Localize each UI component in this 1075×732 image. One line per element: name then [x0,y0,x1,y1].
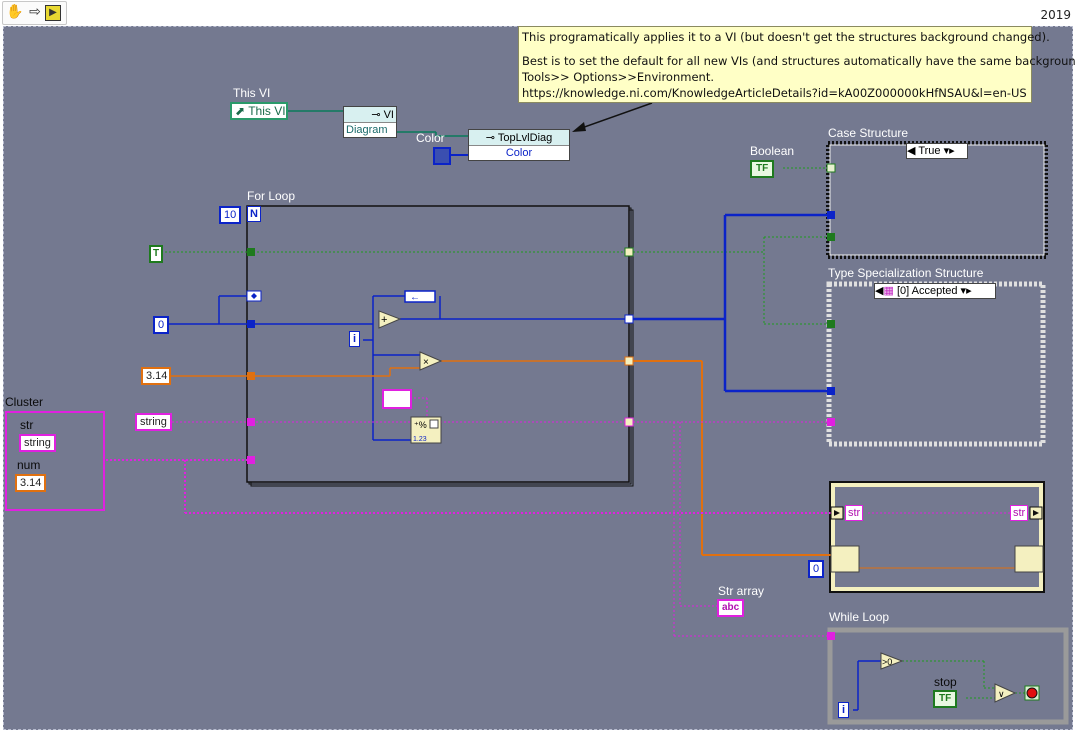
empty-string-constant[interactable] [382,389,412,409]
case-structure [826,141,1048,259]
tunnel [247,320,255,328]
iteration-terminal: i [349,331,361,347]
cluster-num-label: num [17,458,41,472]
svg-text:+: + [381,314,387,326]
note-line-1: This programatically applies it to a VI … [522,30,1050,44]
arrow-right-icon[interactable]: ⇨ [29,4,41,20]
this-vi-label: This VI [233,86,271,100]
str-array-indicator[interactable]: abc [717,599,745,617]
property-node-class: ⊸ VI [344,107,396,123]
stop-label: stop [934,675,957,689]
run-highlight-icon[interactable]: ▶ [45,5,61,21]
property-node-vi[interactable]: ⊸ VI Diagram [343,106,397,138]
type-spec-prev-icon[interactable]: ◀ [875,285,884,297]
type-spec-icon: ▦ [883,285,894,297]
zero-constant-2[interactable]: 0 [808,560,825,578]
this-vi-value: This VI [248,104,286,118]
case-selector[interactable]: ◀ True ▾▸ [906,143,968,159]
svg-text:∨: ∨ [998,689,1005,699]
svg-text:>0: >0 [882,657,892,667]
str-array-label: Str array [718,584,765,598]
while-iteration-terminal: i [838,702,850,718]
string-constant[interactable]: string [135,413,172,431]
note-line-2: Best is to set the default for all new V… [522,54,1075,68]
stop-button[interactable]: TF [933,690,958,708]
case-prev-icon[interactable]: ◀ [907,145,916,157]
count-terminal: N [247,206,261,222]
free-label-note: This programatically applies it to a VI … [518,26,1075,103]
while-loop-structure [827,627,1069,725]
note-line-3: Tools>> Options>>Environment. [522,70,714,84]
unbundle-str-right: str [1010,505,1029,521]
svg-text:⁺%: ⁺% [414,420,427,430]
property-node-diag-class: ⊸ TopLvlDiag [469,130,569,146]
zero-constant[interactable]: 0 [153,316,170,334]
case-selector-value: True [918,145,941,157]
type-spec-label: Type Specialization Structure [828,266,984,280]
note-line-4: https://knowledge.ni.com/KnowledgeArticl… [522,86,1027,100]
unbundle-frame [829,481,1045,593]
lv-version: 2019 [1040,8,1071,22]
tunnel [247,456,255,464]
boolean-control[interactable]: TF [750,160,775,178]
tunnel [247,418,255,426]
for-loop-label: For Loop [247,189,296,203]
property-node-vi-class: VI [383,109,394,121]
type-spec-structure [826,281,1046,447]
cluster-num-value[interactable]: 3.14 [15,474,47,492]
tunnel [624,356,634,366]
tunnel [247,248,255,256]
tunnel [624,247,634,257]
color-constant[interactable] [433,147,451,165]
property-node-diag[interactable]: ⊸ TopLvlDiag Color [468,129,570,161]
unbundle-str-left: str [845,505,864,521]
loop-count-constant[interactable]: 10 [219,206,242,224]
type-spec-dropdown-icon[interactable]: ▾▸ [960,285,972,297]
cluster-constant[interactable] [5,411,105,511]
vi-ref-icon: ⬈ [235,104,246,118]
color-label: Color [416,131,445,145]
cluster-str-label: str [20,418,34,432]
case-structure-label: Case Structure [828,126,909,140]
property-node-diag-class-text: TopLvlDiag [497,132,553,144]
this-vi-constant[interactable]: ⬈ This VI [230,102,288,120]
svg-text:×: × [423,357,429,368]
while-loop-label: While Loop [829,610,890,624]
type-spec-selector[interactable]: ◀▦ [0] Accepted ▾▸ [874,283,996,299]
property-node-color: Color [505,147,533,159]
cluster-label: Cluster [5,395,44,409]
case-dropdown-icon[interactable]: ▾▸ [943,145,955,157]
hand-icon[interactable]: ✋ [6,4,24,20]
pi-constant[interactable]: 3.14 [141,367,171,385]
toolbar: ✋ ⇨ ▶ 2019 [0,0,1075,26]
property-node-diagram: Diagram [346,124,388,136]
for-loop-structure [246,205,634,487]
true-constant[interactable]: T [149,245,164,263]
type-spec-selector-value: [0] Accepted [896,285,958,297]
tunnel [247,372,255,380]
svg-text:1.23: 1.23 [413,436,427,443]
tunnel [624,417,634,427]
boolean-label: Boolean [750,144,795,158]
svg-text:←: ← [410,292,420,303]
cluster-str-value[interactable]: string [19,434,56,452]
tunnel [624,314,634,324]
